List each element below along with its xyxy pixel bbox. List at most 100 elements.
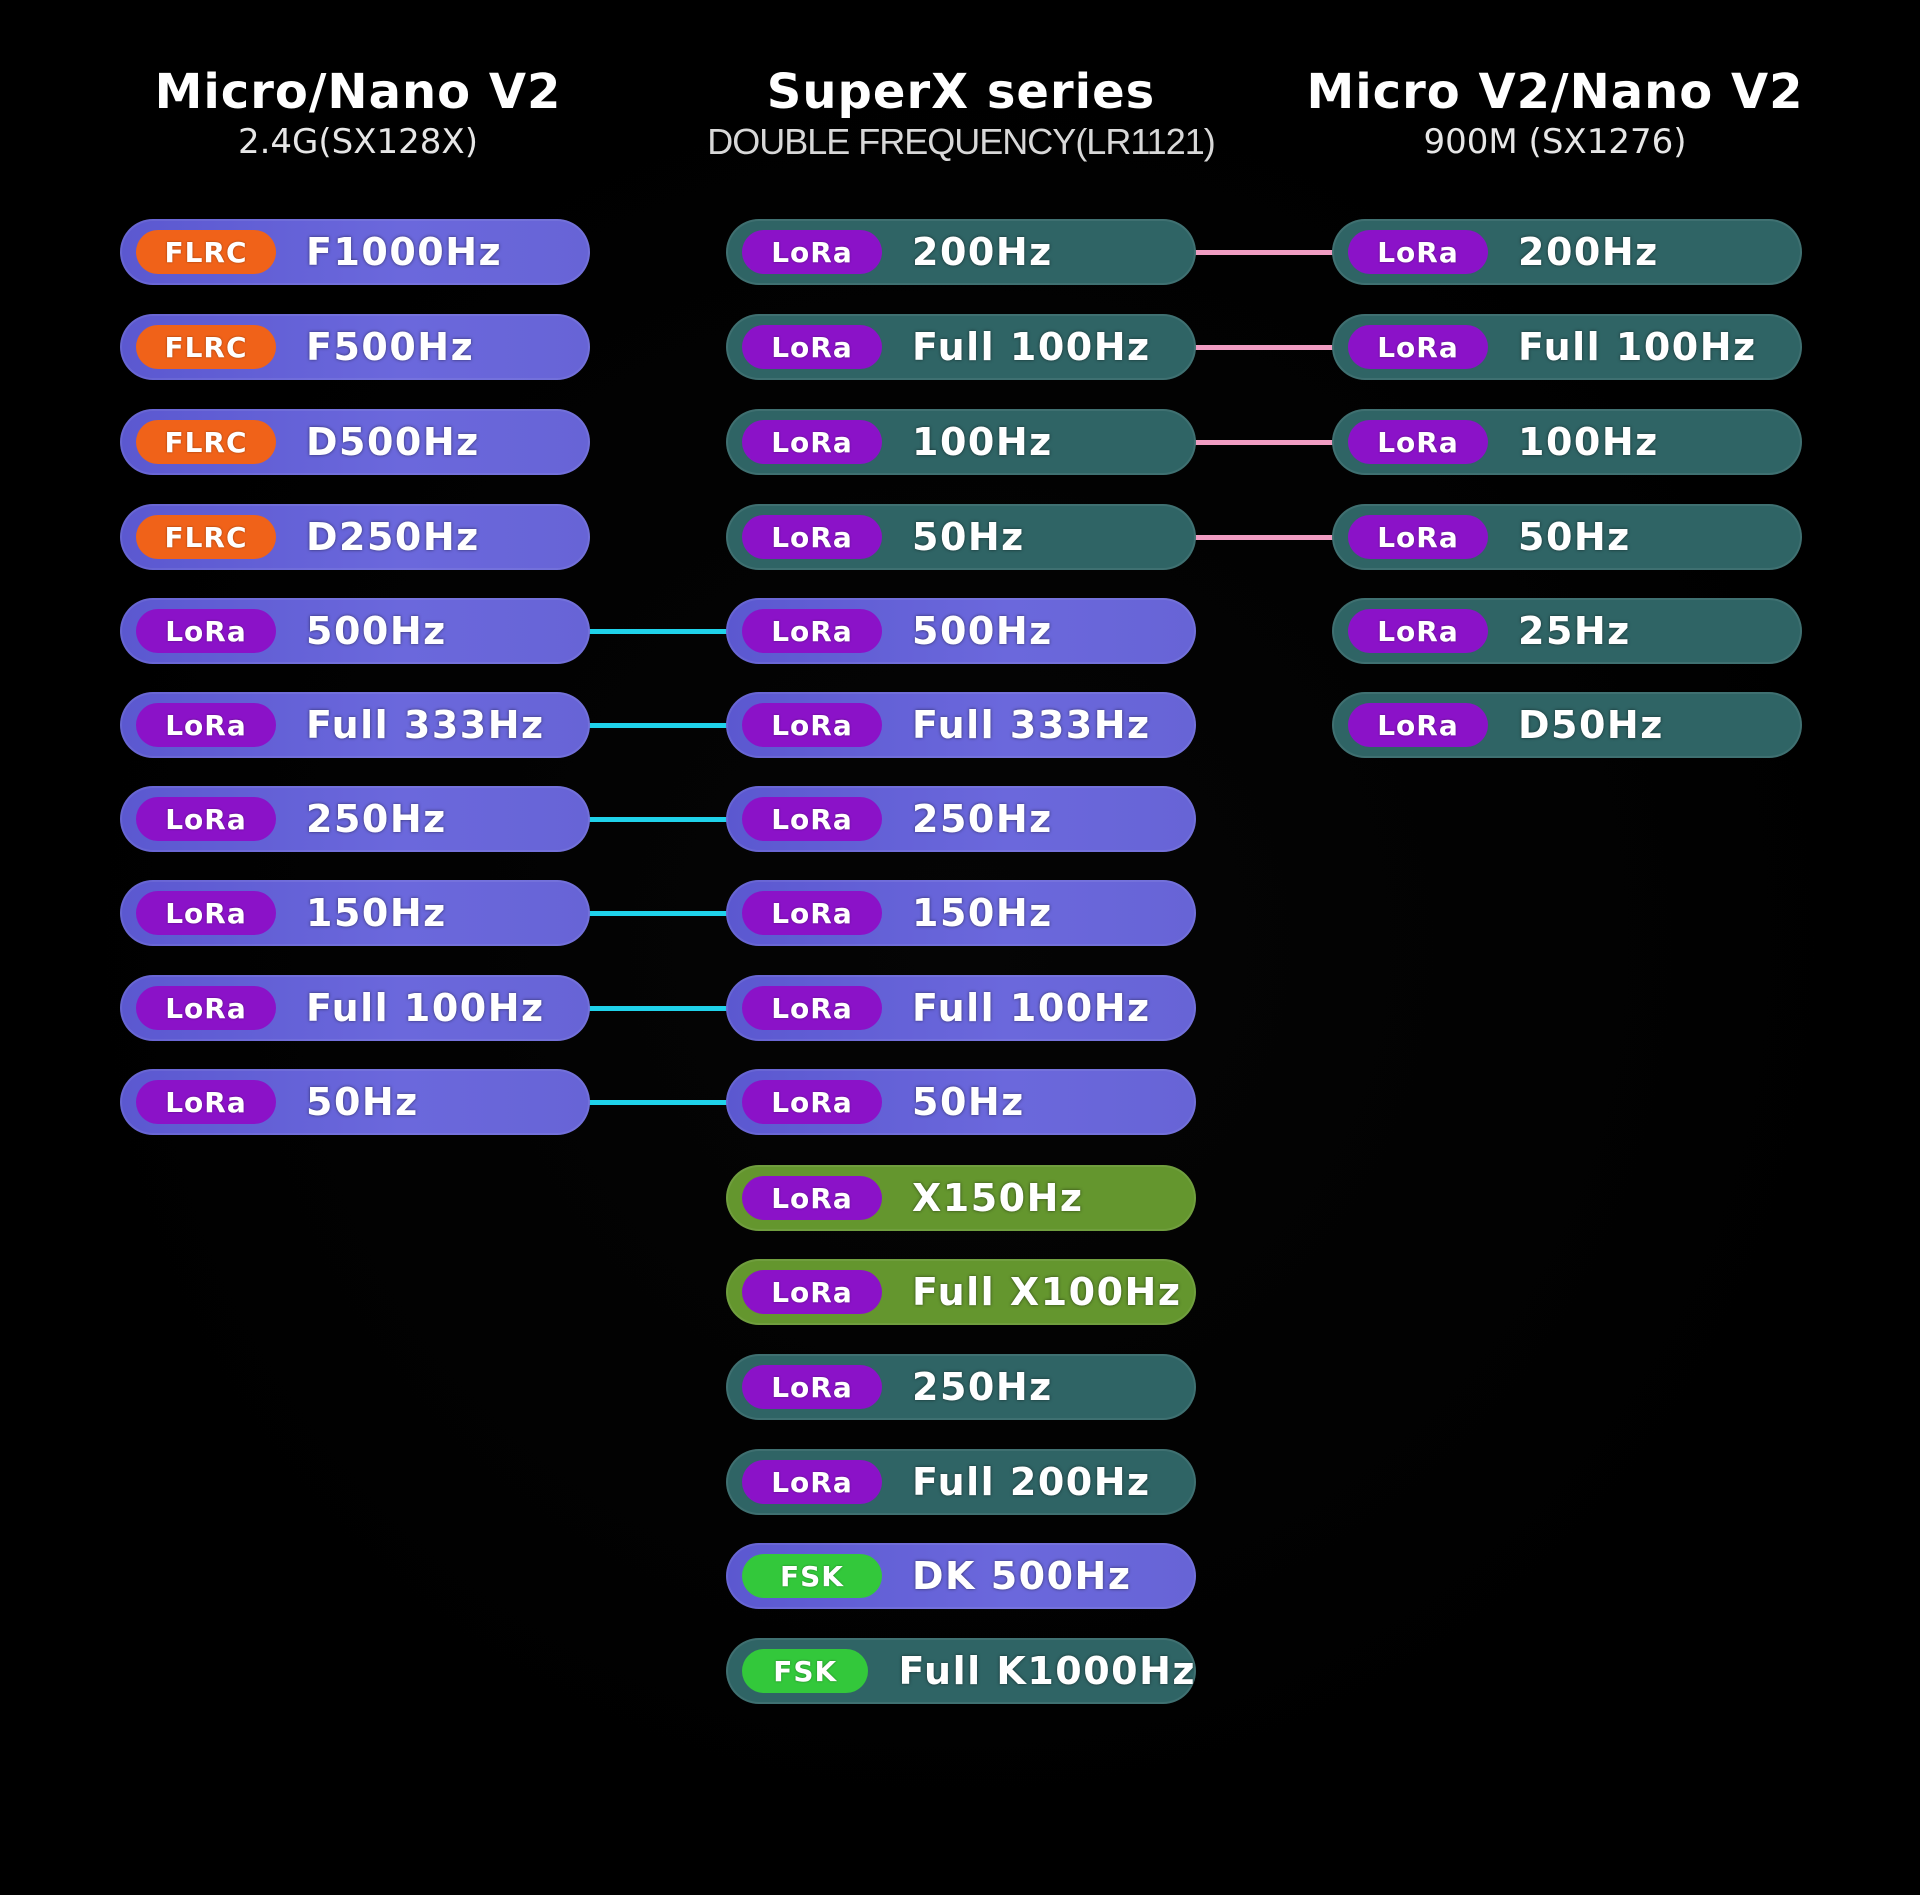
packet-rate-label: 200Hz [912, 230, 1053, 274]
mode-pill[interactable]: LoRa 250Hz [726, 1354, 1196, 1420]
connector-line [586, 723, 730, 728]
packet-rate-label: Full 100Hz [1518, 325, 1757, 369]
modulation-badge: LoRa [1348, 325, 1488, 369]
column-title: SuperX series [766, 64, 1156, 120]
mode-pill[interactable]: LoRa Full 333Hz [120, 692, 590, 758]
packet-rate-label: Full X100Hz [912, 1270, 1182, 1314]
packet-rate-label: 100Hz [912, 420, 1053, 464]
packet-rate-label: Full 100Hz [306, 986, 545, 1030]
packet-rate-label: F1000Hz [306, 230, 503, 274]
mode-pill[interactable]: FSK Full K1000Hz [726, 1638, 1196, 1704]
packet-rate-label: D500Hz [306, 420, 480, 464]
column-title: Micro V2/Nano V2 [1306, 64, 1804, 120]
modulation-badge: FLRC [136, 230, 276, 274]
connector-line [1192, 440, 1336, 445]
modulation-badge: LoRa [136, 609, 276, 653]
modulation-badge: LoRa [136, 1080, 276, 1124]
packet-rate-label: 150Hz [912, 891, 1053, 935]
modulation-badge: LoRa [742, 230, 882, 274]
packet-rate-label: 250Hz [912, 797, 1053, 841]
connector-line [1192, 535, 1336, 540]
packet-rate-label: 50Hz [1518, 515, 1631, 559]
modulation-badge: LoRa [742, 891, 882, 935]
packet-rate-label: X150Hz [912, 1176, 1084, 1220]
mode-pill[interactable]: LoRa Full 100Hz [120, 975, 590, 1041]
mode-pill[interactable]: LoRa 150Hz [120, 880, 590, 946]
modulation-badge: FSK [742, 1554, 882, 1598]
modulation-badge: LoRa [742, 986, 882, 1030]
mode-pill[interactable]: LoRa 200Hz [726, 219, 1196, 285]
modulation-badge: LoRa [1348, 420, 1488, 464]
column-header-micro-nano-900m: Micro V2/Nano V2 900M (SX1276) [1255, 64, 1855, 164]
mode-pill[interactable]: LoRa 50Hz [726, 504, 1196, 570]
packet-rate-label: 50Hz [912, 515, 1025, 559]
mode-pill[interactable]: LoRa Full 200Hz [726, 1449, 1196, 1515]
packet-rate-label: 200Hz [1518, 230, 1659, 274]
modulation-badge: LoRa [1348, 515, 1488, 559]
packet-rate-label: Full 100Hz [912, 325, 1151, 369]
packet-rate-label: 100Hz [1518, 420, 1659, 464]
packet-rate-label: 150Hz [306, 891, 447, 935]
mode-pill[interactable]: FSK DK 500Hz [726, 1543, 1196, 1609]
packet-rate-label: 50Hz [306, 1080, 419, 1124]
connector-line [1192, 250, 1336, 255]
modulation-badge: LoRa [742, 703, 882, 747]
modulation-badge: LoRa [136, 986, 276, 1030]
packet-rate-label: Full 333Hz [306, 703, 545, 747]
mode-pill[interactable]: LoRa Full 333Hz [726, 692, 1196, 758]
packet-rate-label: Full 200Hz [912, 1460, 1151, 1504]
modulation-badge: LoRa [742, 1365, 882, 1409]
packet-rate-label: 250Hz [912, 1365, 1053, 1409]
mode-pill[interactable]: LoRa X150Hz [726, 1165, 1196, 1231]
mode-pill[interactable]: LoRa 200Hz [1332, 219, 1802, 285]
modulation-badge: LoRa [1348, 703, 1488, 747]
modulation-badge: LoRa [742, 1176, 882, 1220]
connector-line [586, 1100, 730, 1105]
mode-pill[interactable]: LoRa 100Hz [1332, 409, 1802, 475]
modulation-badge: LoRa [136, 703, 276, 747]
packet-rate-label: DK 500Hz [912, 1554, 1132, 1598]
mode-pill[interactable]: LoRa 50Hz [1332, 504, 1802, 570]
mode-pill[interactable]: LoRa 25Hz [1332, 598, 1802, 664]
column-subtitle: DOUBLE FREQUENCY(LR1121) [707, 121, 1215, 162]
mode-pill[interactable]: LoRa 150Hz [726, 880, 1196, 946]
packet-rate-label: 500Hz [306, 609, 447, 653]
modulation-badge: LoRa [136, 797, 276, 841]
mode-pill[interactable]: LoRa Full 100Hz [726, 975, 1196, 1041]
connector-line [586, 817, 730, 822]
mode-pill[interactable]: LoRa Full 100Hz [1332, 314, 1802, 380]
modulation-badge: LoRa [1348, 609, 1488, 653]
packet-rate-label: 25Hz [1518, 609, 1631, 653]
mode-pill[interactable]: LoRa 50Hz [120, 1069, 590, 1135]
modulation-badge: LoRa [742, 1460, 882, 1504]
column-header-micro-nano-2g4: Micro/Nano V2 2.4G(SX128X) [58, 64, 658, 164]
connector-line [586, 1006, 730, 1011]
modulation-badge: LoRa [1348, 230, 1488, 274]
modulation-badge: FSK [742, 1649, 869, 1693]
modulation-badge: FLRC [136, 420, 276, 464]
modulation-badge: LoRa [742, 515, 882, 559]
packet-rate-label: Full 100Hz [912, 986, 1151, 1030]
modulation-badge: FLRC [136, 325, 276, 369]
packet-rate-label: Full K1000Hz [898, 1649, 1196, 1693]
mode-pill[interactable]: FLRC F1000Hz [120, 219, 590, 285]
connector-line [586, 629, 730, 634]
modulation-badge: LoRa [136, 891, 276, 935]
packet-rate-label: 50Hz [912, 1080, 1025, 1124]
mode-pill[interactable]: FLRC D500Hz [120, 409, 590, 475]
packet-rate-label: 250Hz [306, 797, 447, 841]
column-subtitle: 2.4G(SX128X) [237, 122, 478, 162]
packet-rate-label: Full 333Hz [912, 703, 1151, 747]
mode-pill[interactable]: LoRa 500Hz [120, 598, 590, 664]
modulation-badge: FLRC [136, 515, 276, 559]
mode-pill[interactable]: LoRa 250Hz [120, 786, 590, 852]
